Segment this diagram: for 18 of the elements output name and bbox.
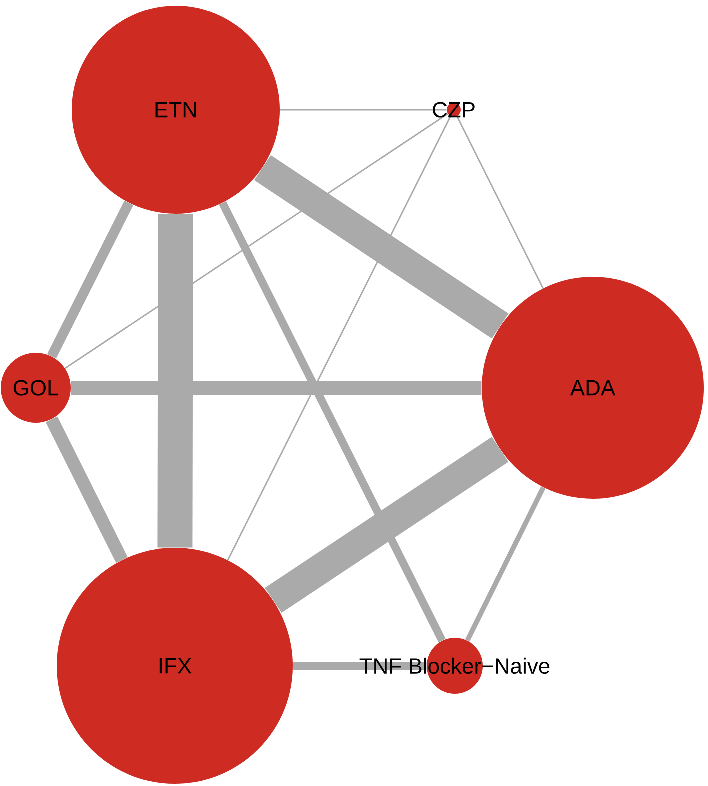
edge-line (465, 486, 546, 642)
edge-line (456, 116, 544, 289)
edge-line (46, 416, 128, 564)
node-label: IFX (160, 658, 192, 674)
edge-line (219, 201, 446, 643)
node-label: ADA (570, 380, 616, 396)
node-label: GOL (14, 380, 58, 396)
edge-line (293, 662, 427, 670)
edge-line (47, 200, 134, 359)
circle-node (1, 353, 71, 423)
node-label: ETN (156, 102, 196, 118)
circle-node (482, 277, 704, 499)
circle-node (72, 6, 280, 214)
edge-line (227, 116, 452, 561)
edge-line (280, 109, 447, 111)
edge-line (64, 113, 448, 370)
edge-line (71, 381, 482, 395)
circle-node (57, 548, 293, 784)
